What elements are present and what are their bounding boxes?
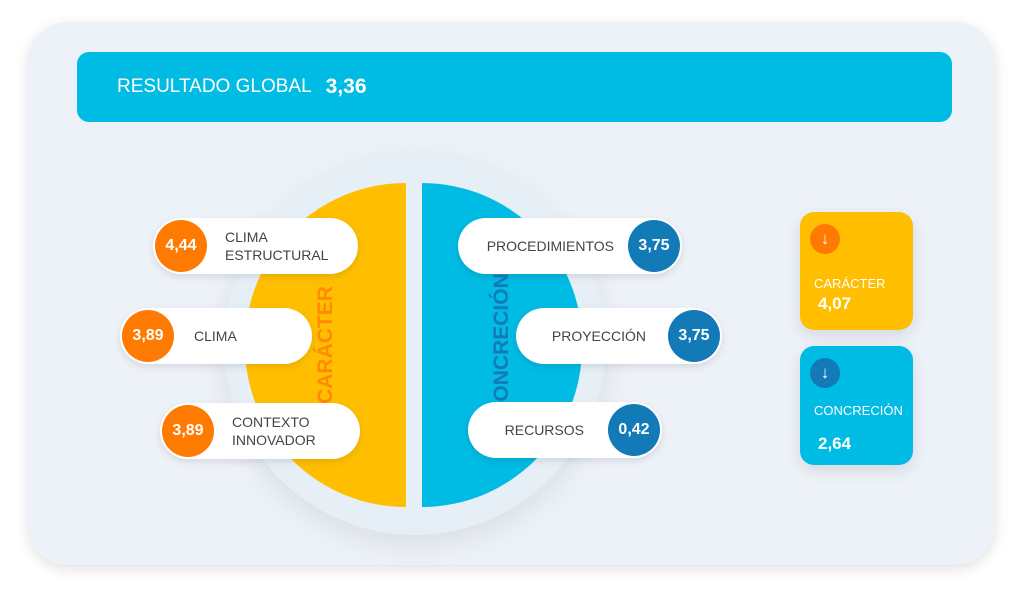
item-value: 3,89 bbox=[122, 310, 174, 362]
item-value: 0,42 bbox=[608, 404, 660, 456]
item-label: PROYECCIÓN bbox=[551, 328, 646, 344]
summary-caracter: ↓ CARÁCTER 4,07 bbox=[800, 212, 913, 330]
caracter-title: CARÁCTER bbox=[313, 286, 337, 404]
item-label: CONTEXTO INNOVADOR bbox=[232, 414, 316, 448]
global-result-value: 3,36 bbox=[325, 75, 367, 98]
item-label: PROCEDIMIENTOS bbox=[486, 238, 614, 254]
arrow-down-icon: ↓ bbox=[810, 224, 840, 254]
item-clima-estructural: 4,44 CLIMA ESTRUCTURAL bbox=[153, 218, 358, 274]
summary-value: 2,64 bbox=[818, 434, 852, 453]
item-label: CLIMA bbox=[194, 328, 237, 344]
summary-concrecion: ↓ CONCRECIÓN 2,64 bbox=[800, 346, 913, 465]
item-procedimientos: PROCEDIMIENTOS 3,75 bbox=[458, 218, 682, 274]
item-label: CLIMA ESTRUCTURAL bbox=[225, 229, 329, 263]
item-contexto-innovador: 3,89 CONTEXTO INNOVADOR bbox=[160, 403, 360, 459]
item-label: RECURSOS bbox=[504, 422, 584, 438]
item-value: 3,75 bbox=[628, 220, 680, 272]
item-proyeccion: PROYECCIÓN 3,75 bbox=[516, 308, 722, 364]
global-result-banner: RESULTADO GLOBAL 3,36 bbox=[77, 52, 952, 122]
item-value: 3,89 bbox=[162, 405, 214, 457]
summary-value: 4,07 bbox=[818, 294, 852, 313]
item-recursos: RECURSOS 0,42 bbox=[468, 402, 662, 458]
global-result-label: RESULTADO GLOBAL bbox=[117, 76, 312, 97]
item-value: 3,75 bbox=[668, 310, 720, 362]
summary-label: CONCRECIÓN bbox=[814, 403, 903, 418]
summary-label: CARÁCTER bbox=[814, 276, 886, 291]
concrecion-title: CONCRECIÓN bbox=[490, 273, 513, 417]
arrow-down-icon: ↓ bbox=[810, 358, 840, 388]
item-value: 4,44 bbox=[155, 220, 207, 272]
item-clima: 3,89 CLIMA bbox=[120, 308, 312, 364]
